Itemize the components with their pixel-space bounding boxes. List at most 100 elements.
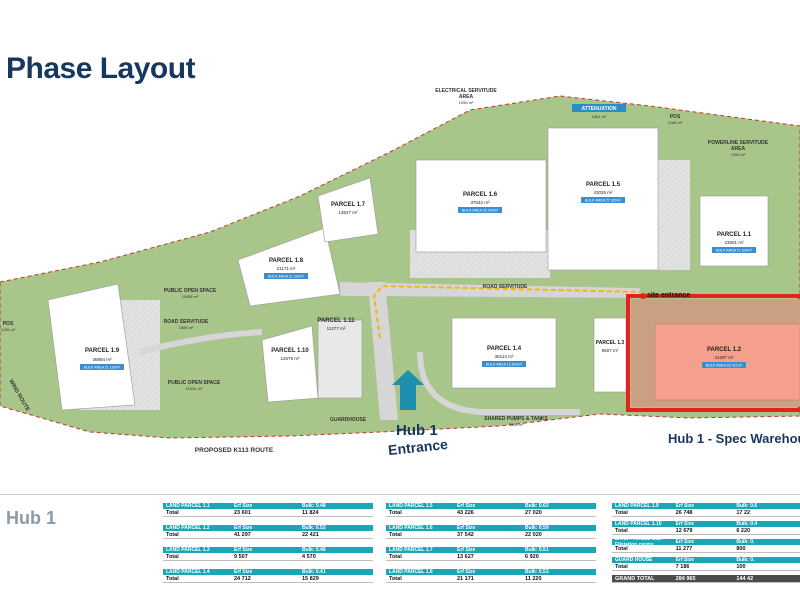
parcel-1-10-building bbox=[261, 325, 319, 403]
parcel-size: 37542 m² bbox=[470, 200, 490, 205]
parcel-label: PARCEL 1.8 bbox=[269, 258, 304, 264]
area-size: 11655 m² bbox=[182, 294, 199, 299]
site-entrance-route bbox=[372, 284, 641, 339]
area-label: POS bbox=[3, 321, 14, 327]
bulk-tag bbox=[581, 197, 625, 203]
area-label: ELECTRICAL SERVITUDE bbox=[435, 88, 497, 94]
area-label: AREA bbox=[731, 146, 746, 152]
parcel-label: PARCEL 1.3 bbox=[596, 340, 625, 346]
area-size: 2368 m² bbox=[509, 422, 524, 427]
parcel-label: PARCEL 1.4 bbox=[487, 346, 522, 352]
area-label: POWERLINE SERVITUDE bbox=[708, 140, 769, 146]
bulk-tag bbox=[702, 362, 746, 368]
hub-heading: Hub 1 bbox=[6, 508, 57, 528]
parcel-label: PARCEL 1.1 bbox=[717, 232, 752, 238]
divider bbox=[0, 494, 800, 495]
parcel-label: PARCEL 1.10 bbox=[271, 348, 309, 354]
parcel-1-4-building bbox=[451, 317, 557, 389]
area-size: 7453 m² bbox=[731, 152, 746, 157]
area-size: 1168 m² bbox=[668, 120, 683, 125]
attenuation-box bbox=[572, 104, 626, 112]
parcel-1-2-highlight bbox=[626, 294, 800, 412]
parcel-label: PARCEL 1.11 bbox=[317, 318, 355, 324]
road-label: ROAD SERVITUDE bbox=[483, 284, 528, 290]
area-label: ROAD SERVITUDE bbox=[164, 319, 209, 325]
bulk-text: BULK AREA 27 020m² bbox=[585, 199, 622, 203]
area-label: POS bbox=[670, 114, 681, 120]
area-label: ATTENUATION bbox=[581, 106, 616, 112]
bulk-tag bbox=[712, 247, 756, 253]
area-label: PUBLIC OPEN SPACE bbox=[164, 288, 217, 294]
parcel-size: 36113 m² bbox=[495, 354, 514, 359]
parcel-label: PARCEL 1.7 bbox=[331, 202, 366, 208]
parcel-size: 43026 m² bbox=[593, 190, 613, 195]
area-label: GUARDHOUSE bbox=[330, 417, 367, 423]
parcel-size: 9507 m² bbox=[602, 348, 619, 353]
access-road bbox=[368, 282, 398, 420]
parcel-size: 36894 m² bbox=[92, 357, 112, 362]
bulk-tag bbox=[482, 361, 526, 367]
parcel-1-8-building bbox=[237, 227, 341, 307]
parcel-size: 23601 m² bbox=[724, 240, 744, 245]
parcel-1-7-building bbox=[317, 177, 379, 243]
site-map: PARCEL 1.9 36894 m² PARCEL 1.8 21171 m² … bbox=[0, 88, 800, 454]
bulk-text: BULK AREA 22 421m² bbox=[706, 364, 743, 368]
route-label: PROPOSED K113 ROUTE bbox=[195, 447, 274, 454]
parcel-size: 13627 m² bbox=[338, 210, 358, 215]
area-size: 11031 m² bbox=[186, 386, 203, 391]
parcel-size: 11277 m² bbox=[327, 326, 346, 331]
area-label: PUBLIC OPEN SPACE bbox=[168, 380, 221, 386]
parcel-1-6-building bbox=[415, 159, 547, 253]
parcel-1-11-building bbox=[317, 319, 363, 399]
area-size: 1566 m² bbox=[179, 325, 194, 330]
area-label: AREA bbox=[459, 94, 474, 100]
hub1-entrance-label: Hub 1 bbox=[396, 422, 438, 439]
parcel-size: 41297 m² bbox=[714, 355, 734, 360]
parcel-size: 12679 m² bbox=[280, 356, 300, 361]
parcel-size: 21171 m² bbox=[277, 266, 296, 271]
bulk-text: BULK AREA 21 105m² bbox=[84, 366, 121, 370]
area-label: SHARED PUMPS & TANKS bbox=[484, 416, 548, 422]
site-entrance-label: site entrance bbox=[647, 292, 691, 299]
bulk-text: BULK AREA 22 020m² bbox=[462, 209, 499, 213]
area-size: 1056 m² bbox=[459, 100, 474, 105]
parcel-1-9-building bbox=[47, 283, 136, 411]
bulk-tag bbox=[264, 273, 308, 279]
area-size: 1461 m² bbox=[592, 114, 607, 119]
bulk-text: BULK AREA 11 824m² bbox=[716, 249, 752, 253]
site-entrance-marker bbox=[640, 293, 646, 299]
hub1-entrance-arrow bbox=[392, 370, 424, 410]
bulk-text: BULK AREA 11 220m² bbox=[268, 275, 304, 279]
bulk-tag bbox=[458, 207, 502, 213]
parcel-1-3-building bbox=[593, 317, 627, 393]
parcel-label: PARCEL 1.5 bbox=[586, 182, 621, 188]
internal-road bbox=[417, 351, 580, 415]
area-size: 1106 m² bbox=[1, 327, 16, 332]
spec-warehouse-label: Hub 1 - Spec Warehou bbox=[668, 431, 800, 446]
